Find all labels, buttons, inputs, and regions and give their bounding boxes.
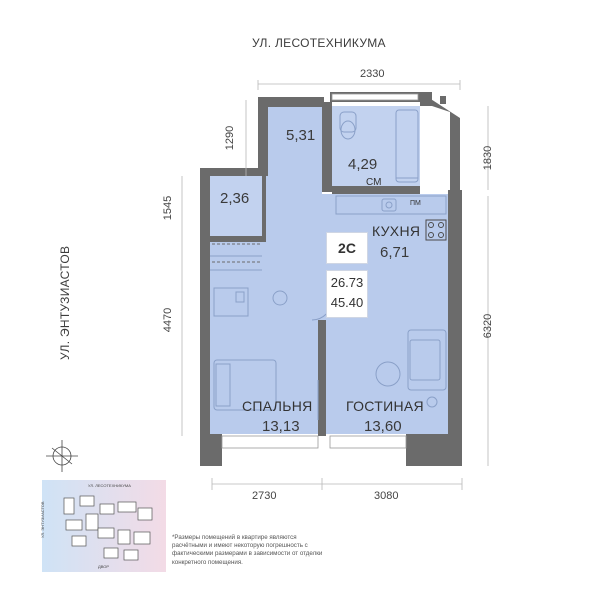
living-name: ГОСТИНАЯ [346,398,424,414]
compass-icon [46,440,78,472]
storage-floor [210,176,262,236]
storage-partition [212,243,262,263]
apartment-type: 2С [338,240,356,256]
walls [200,92,462,466]
hall-floor [266,107,332,320]
dim-left-bottom: 4470 [162,307,175,333]
kitchen-counter [335,195,447,241]
dim-right-bottom: 6320 [482,313,495,339]
bedroom-floor [210,242,318,434]
total-area: 45.40 [330,295,364,310]
dim-left-top: 1290 [224,125,237,151]
hall-area: 5,31 [286,127,316,144]
dimension-lines [181,80,489,490]
kitchen-area: 6,71 [380,244,410,261]
dim-right-top: 1830 [482,145,495,171]
dim-left-mid: 1545 [162,195,175,221]
street-top: УЛ. ЛЕСОТЕХНИКУМА [252,36,386,50]
bedroom-furniture [210,255,288,411]
apartment-badge: 2С [326,232,368,264]
minimap-top-street: УЛ. ЛЕСОТЕХНИКУМА [88,483,131,488]
bathroom-area: 4,29 [348,156,378,173]
minimap-left-street: УЛ. ЭНТУЗИАСТОВ [40,501,45,538]
bathroom-fixtures [339,109,419,183]
bathroom-label: СМ [366,177,382,188]
disclaimer-note: *Размеры помещений в квартире являются р… [172,534,323,566]
bedroom-name: СПАЛЬНЯ [242,398,313,414]
dim-bottom-left: 2730 [252,490,277,502]
minimap-bottom-label: ДВОР [98,564,110,569]
floors [210,106,448,434]
storage-area: 2,36 [220,190,250,207]
bathroom-floor [332,106,420,186]
bedroom-area: 13,13 [262,418,300,435]
apartment-areas: 26.73 45.40 [326,270,368,318]
living-furniture [375,329,447,408]
living-area: 13,60 [364,418,402,435]
street-left: УЛ. ЭНТУЗИАСТОВ [58,245,72,360]
minimap [42,480,166,572]
kitchen-name: КУХНЯ [372,223,421,239]
appliance-label: ПМ [410,200,421,207]
living-area-total: 26.73 [330,275,364,290]
dim-bottom-right: 3080 [374,490,399,502]
windows [221,93,419,449]
dim-top: 2330 [360,68,385,80]
